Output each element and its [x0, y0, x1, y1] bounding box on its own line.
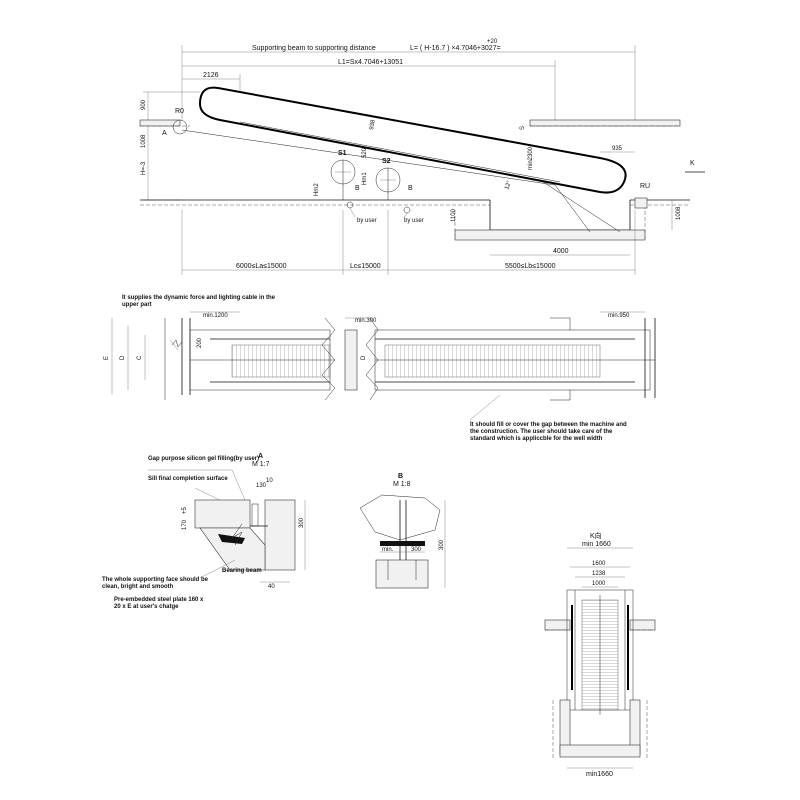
dim-938: 938 — [369, 119, 377, 131]
dim-300-A: 300 — [299, 517, 305, 528]
dim-10: 10 — [266, 478, 273, 484]
note-line: clean, bright and smooth — [102, 584, 174, 590]
detail-A-title: A — [258, 453, 263, 460]
dim-1008-left: 1008 — [141, 134, 147, 148]
dim-1238: 1238 — [592, 571, 606, 577]
dim-min1660-top: min 1660 — [582, 541, 611, 548]
dim-1600: 1600 — [592, 561, 606, 567]
dim-40: 40 — [268, 584, 275, 590]
note-steel-plate-text: Pre-embedded steel plate 160 x — [114, 597, 204, 603]
note-line: the construction. The user should take c… — [470, 429, 613, 435]
note-gap: It should fill or cover the gap between … — [470, 422, 628, 442]
label-support-distance: Supporting beam to supporting distance — [252, 45, 376, 52]
dim-130: 130 — [256, 483, 267, 489]
note-steel-plate: Pre-embedded steel plate 160 x 20 x E at… — [114, 597, 205, 610]
dim-300-B-b: 300 — [439, 539, 445, 550]
detail-A-scale: M 1:7 — [252, 461, 270, 468]
label-A: A — [162, 130, 167, 137]
label-K: K — [690, 160, 695, 167]
dim-2126: 2126 — [203, 72, 219, 79]
view-K-title: K向 — [590, 531, 602, 540]
plan-view: It supplies the dynamic force and lighti… — [104, 295, 656, 442]
dim-Lb: 5500≤Lb≤15000 — [505, 263, 556, 270]
dim-min300: min.300 — [355, 318, 377, 324]
dim-La: 6000≤La≤15000 — [236, 263, 287, 270]
dim-300-B-a: 300 — [411, 547, 422, 553]
dim-Lc: Lc≤15000 — [350, 263, 381, 270]
label-B-1: B — [355, 185, 360, 192]
label-S2: S2 — [382, 158, 391, 165]
note-line: 20 x E at user's chatge — [114, 604, 179, 610]
note-gap-text: It should fill or cover the gap between … — [470, 422, 627, 428]
label-B-2: B — [408, 185, 413, 192]
formula-L-superscript: +20 — [487, 39, 498, 45]
dim-H: H=-3 — [141, 161, 147, 175]
formula-L: L= ( H-16.7 ) ×4.7046+3027= — [410, 45, 501, 52]
view-K: K向 min 1660 1600 1238 1000 min1660 — [544, 531, 656, 778]
label-by-user-2: by user — [404, 218, 424, 224]
elevation-view: Supporting beam to supporting distance L… — [139, 39, 705, 275]
label-Hm2: Hm2 — [314, 183, 320, 196]
detail-B: B M 1:8 min. 300 300 — [359, 473, 446, 589]
note-silicon: Gap purpose silicon gel filling(by user) — [148, 456, 259, 462]
label-D-left: D — [120, 355, 126, 360]
label-E: E — [104, 356, 110, 360]
dim-520: 520 — [362, 147, 368, 158]
dim-min2300: min2300 — [528, 146, 534, 170]
dim-1000: 1000 — [592, 581, 606, 587]
label-S: S — [520, 126, 526, 130]
label-S1: S1 — [338, 150, 347, 157]
label-by-user-1: by user — [357, 218, 377, 224]
formula-L1: L1=Sx4.7046+13051 — [338, 59, 403, 66]
dim-min1200: min.1200 — [203, 313, 228, 319]
dim-min1660-bottom: min1660 — [586, 771, 613, 778]
label-D-mid: D — [361, 355, 367, 360]
label-RU: RU — [640, 183, 650, 190]
note-support-face-text: The whole supporting face should be — [102, 577, 209, 583]
dim-170: 170 — [182, 519, 188, 530]
dim-min-B: min. — [382, 547, 394, 553]
dim-1100: 1100 — [451, 208, 457, 222]
angle-12: 12° — [504, 180, 513, 191]
label-bearing-beam: Bearing beam — [222, 568, 262, 574]
dim-900: 900 — [141, 99, 147, 110]
dim-1008-right: 1008 — [676, 206, 682, 220]
dim-min950: min.950 — [608, 313, 630, 319]
dim-170-tol: +5 — [182, 506, 188, 514]
label-R0: R0 — [175, 108, 184, 115]
label-C: C — [137, 355, 143, 360]
dim-4000: 4000 — [553, 248, 569, 255]
label-Hm1: Hm1 — [362, 172, 368, 185]
note-line: upper part — [122, 302, 152, 308]
note-support-face: The whole supporting face should be clea… — [102, 577, 210, 590]
detail-B-scale: M 1:8 — [393, 481, 411, 488]
dim-935: 935 — [612, 146, 623, 152]
dim-200: 200 — [197, 337, 203, 348]
note-cable: It supplies the dynamic force and lighti… — [122, 295, 277, 308]
note-line: standard which is appliccble for the wel… — [470, 436, 603, 442]
detail-B-title: B — [398, 473, 403, 480]
note-sill: Sill final completion surface — [148, 476, 228, 482]
note-cable-text: It supplies the dynamic force and lighti… — [122, 295, 276, 301]
detail-A: A M 1:7 Gap purpose silicon gel filling(… — [102, 453, 306, 610]
